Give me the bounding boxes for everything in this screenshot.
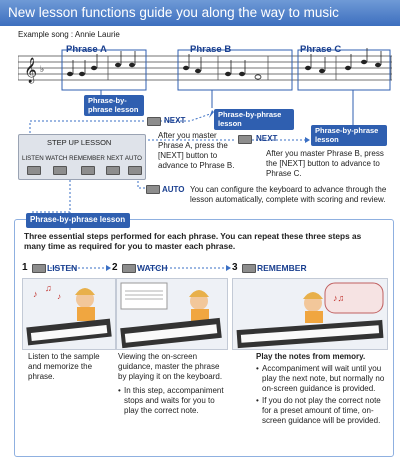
remember-note-2: If you do not play the correct note for …	[256, 396, 388, 426]
svg-text:𝄞: 𝄞	[24, 57, 37, 83]
next-description-1: After you master Phrase A, press the [NE…	[158, 131, 235, 170]
step-3-label: REMEMBER	[257, 263, 307, 273]
listen-caption: Listen to the sample and memorize the ph…	[28, 352, 100, 381]
auto-label: AUTO	[162, 185, 185, 194]
step-2-number: 2	[112, 262, 118, 273]
panel-label-next: NEXT	[106, 155, 124, 162]
phrase-by-phrase-section	[14, 219, 394, 457]
listen-illustration: ♪ ♫ ♪	[22, 278, 116, 350]
watch-button[interactable]	[53, 166, 67, 175]
watch-illustration	[116, 278, 228, 350]
panel-label-auto: AUTO	[124, 155, 142, 162]
auto-button-icon	[146, 185, 160, 194]
remember-notes: Accompaniment will wait until you play t…	[256, 364, 388, 428]
panel-label-remember: REMEMBER	[69, 155, 105, 162]
step-2-button-icon	[122, 264, 136, 273]
panel-label-listen: LISTEN	[22, 155, 44, 162]
watch-caption: Viewing the on-screen guidance, master t…	[118, 352, 223, 381]
section-tag: Phrase-by-phrase lesson	[26, 213, 130, 228]
intro-text: Three essential steps performed for each…	[24, 231, 362, 251]
auto-button[interactable]	[128, 166, 142, 175]
watch-note-text: In this step, accompaniment stops and wa…	[124, 386, 224, 415]
listen-button[interactable]	[27, 166, 41, 175]
next-description-2: After you master Phrase B, press the [NE…	[266, 149, 384, 178]
phrase-by-phrase-tag-3: Phrase-by-phrase lesson	[311, 125, 387, 146]
step-1-label: LISTEN	[47, 263, 78, 273]
panel-title: STEP UP LESSON	[47, 138, 112, 147]
step-1-number: 1	[22, 262, 28, 273]
next-label-1: NEXT	[164, 116, 186, 125]
phrase-b-label: Phrase B	[190, 44, 232, 55]
phrase-by-phrase-tag-2: Phrase-by-phrase lesson	[214, 109, 294, 130]
step-up-lesson-panel: STEP UP LESSON LISTEN WATCH REMEMBER NEX…	[18, 134, 146, 180]
svg-text:♪: ♪	[33, 289, 38, 299]
panel-button-labels: LISTEN WATCH REMEMBER NEXT AUTO	[22, 155, 142, 162]
next-button-icon-2	[238, 135, 252, 144]
phrase-by-phrase-tag-1: Phrase-by-phrase lesson	[84, 95, 144, 116]
music-staff: 𝄞 ♭	[18, 48, 392, 91]
step-1-button-icon	[32, 264, 46, 273]
watch-note-bullet: •	[118, 386, 121, 395]
remember-note-1: Accompaniment will wait until you play t…	[256, 364, 388, 394]
remember-button[interactable]	[81, 166, 95, 175]
next-label-2: NEXT	[256, 134, 278, 143]
phrase-a-label: Phrase A	[66, 44, 107, 55]
step-2-label: WATCH	[137, 263, 168, 273]
remember-caption-title: Play the notes from memory.	[256, 352, 366, 361]
example-song-label: Example song : Annie Laurie	[18, 30, 120, 39]
remember-illustration: ♪♫	[232, 278, 388, 350]
svg-text:♪♫: ♪♫	[333, 293, 344, 303]
watch-note: • In this step, accompaniment stops and …	[118, 386, 226, 416]
next-button-icon-1	[147, 117, 161, 126]
svg-text:♪: ♪	[57, 292, 61, 301]
next-button[interactable]	[106, 166, 120, 175]
step-3-number: 3	[232, 262, 238, 273]
step-3-button-icon	[242, 264, 256, 273]
page-title: New lesson functions guide you along the…	[0, 0, 400, 46]
svg-text:♭: ♭	[40, 65, 44, 75]
auto-description: You can configure the keyboard to advanc…	[190, 185, 387, 204]
svg-text:♫: ♫	[45, 283, 52, 293]
phrase-c-label: Phrase C	[300, 44, 342, 55]
panel-label-watch: WATCH	[45, 155, 68, 162]
